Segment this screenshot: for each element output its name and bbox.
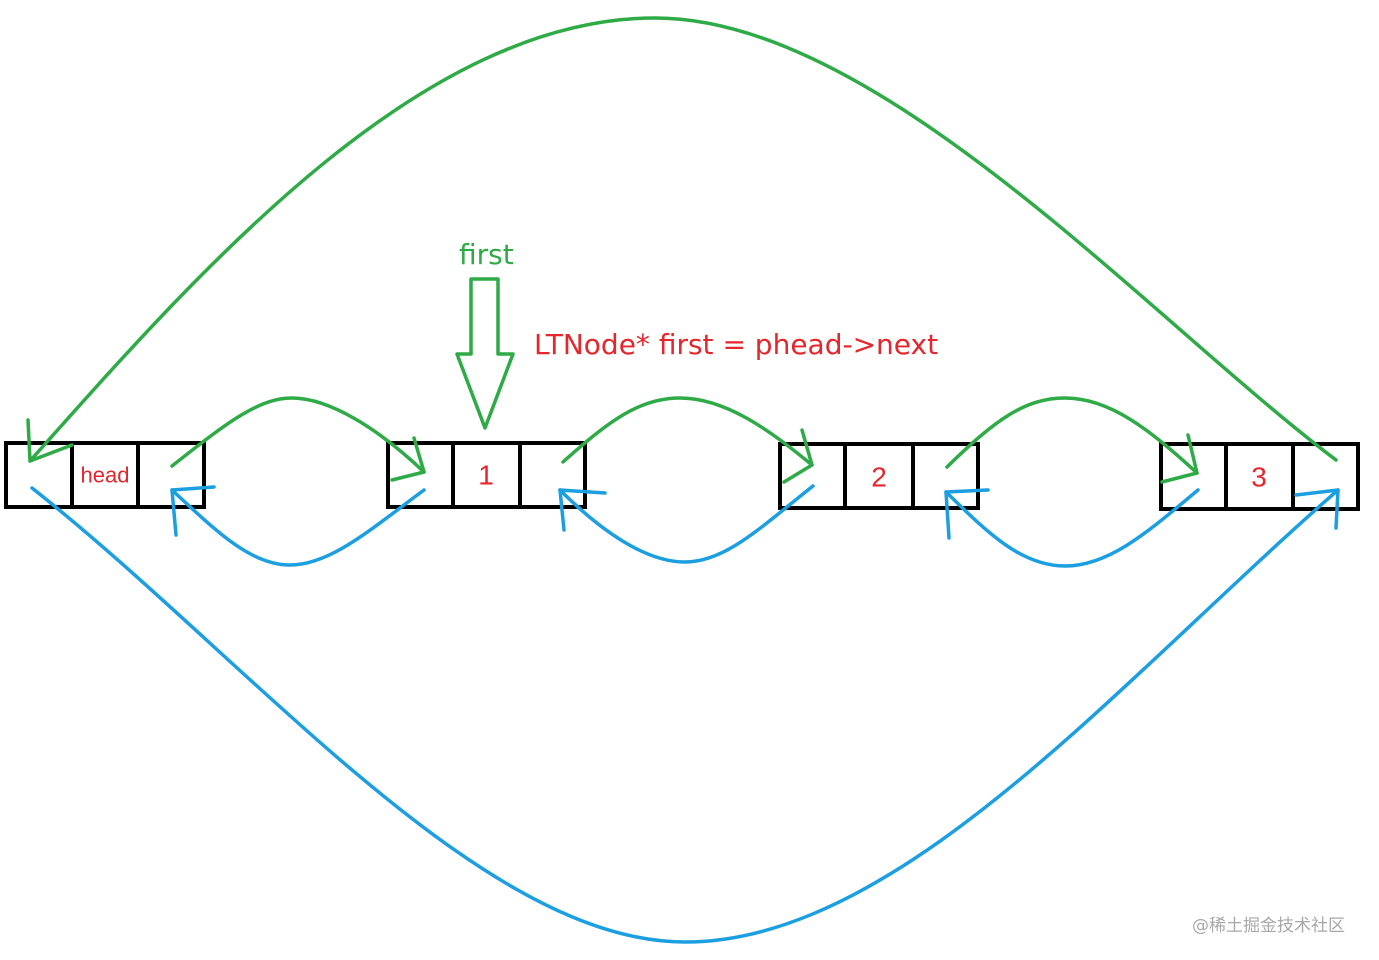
first-pointer-arrow-icon bbox=[455, 277, 515, 430]
node-1-prev-cell bbox=[386, 441, 455, 509]
node-head-label: head bbox=[81, 463, 130, 488]
node-2-prev-cell bbox=[778, 442, 847, 510]
next-link-head-to-1 bbox=[170, 396, 426, 482]
prev-link-2-to-1 bbox=[558, 484, 815, 564]
first-pointer: first bbox=[455, 238, 515, 430]
node-2-data-cell bbox=[843, 442, 915, 510]
next-link-tail-to-head bbox=[26, 16, 1338, 463]
prev-link-head-to-tail bbox=[30, 486, 1340, 944]
node-1-label: 1 bbox=[478, 460, 494, 491]
node-1: 1 bbox=[386, 441, 587, 509]
node-2-label: 2 bbox=[871, 462, 887, 493]
node-1-data-cell bbox=[451, 441, 522, 509]
node-head-prev-cell bbox=[4, 441, 74, 509]
next-link-1-to-2 bbox=[561, 396, 814, 484]
node-3-next-cell bbox=[1291, 442, 1360, 511]
first-pointer-label: first bbox=[459, 238, 514, 271]
watermark: @稀土掘金技术社区 bbox=[1192, 916, 1345, 936]
next-link-2-to-3 bbox=[945, 396, 1199, 484]
node-head: head bbox=[4, 441, 206, 509]
node-3-data-cell bbox=[1224, 442, 1295, 511]
prev-link-3-to-2 bbox=[944, 488, 1200, 568]
node-3-label: 3 bbox=[1251, 462, 1267, 493]
code-annotation: LTNode* first = phead->next bbox=[534, 328, 938, 361]
node-head-data-cell bbox=[70, 441, 140, 509]
prev-link-1-to-head bbox=[170, 485, 426, 567]
node-head-next-cell bbox=[136, 441, 206, 509]
